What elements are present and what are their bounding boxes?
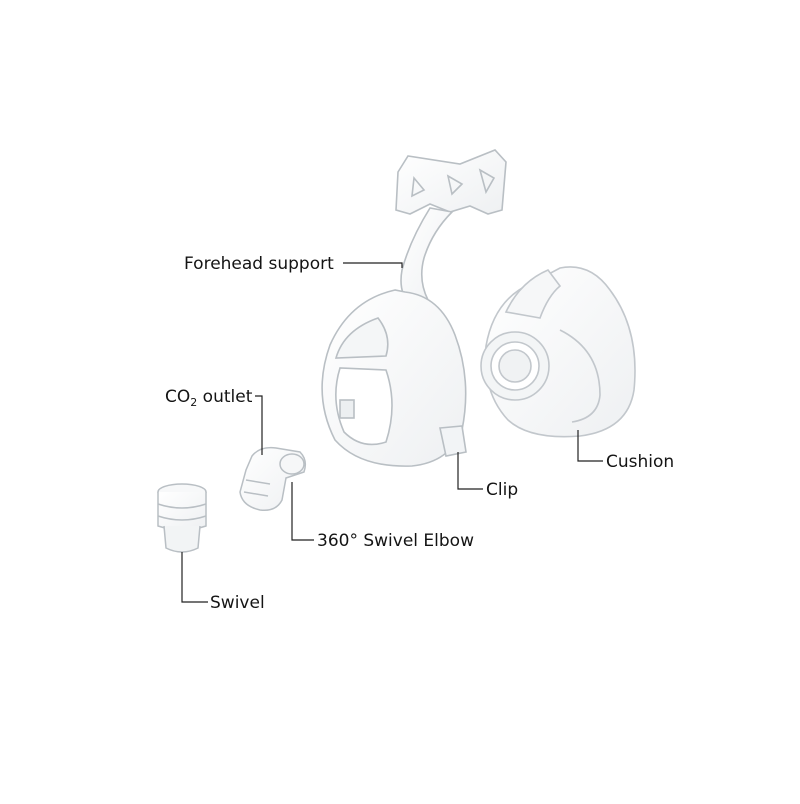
- forehead-support-label: Forehead support: [184, 254, 334, 274]
- swivel-leader: [181, 552, 208, 603]
- swivel-elbow-leader: [291, 482, 314, 541]
- cushion-part: [480, 266, 636, 438]
- leader-lines: [181, 262, 603, 603]
- forehead-support-leader: [343, 262, 403, 268]
- swivel-elbow-part: [239, 446, 307, 512]
- clip-label: Clip: [486, 480, 519, 500]
- co2-outlet-leader: [255, 395, 263, 455]
- cushion-label: Cushion: [606, 452, 675, 472]
- forehead-support-part: [395, 149, 507, 306]
- clip-leader: [457, 452, 483, 490]
- swivel-part: [157, 483, 207, 553]
- mask-frame-part: [321, 289, 467, 467]
- cushion-leader: [577, 430, 603, 462]
- co2-outlet-label: CO2 outlet: [165, 387, 253, 409]
- swivel-label: Swivel: [210, 593, 265, 613]
- swivel-elbow-label: 360° Swivel Elbow: [317, 531, 474, 551]
